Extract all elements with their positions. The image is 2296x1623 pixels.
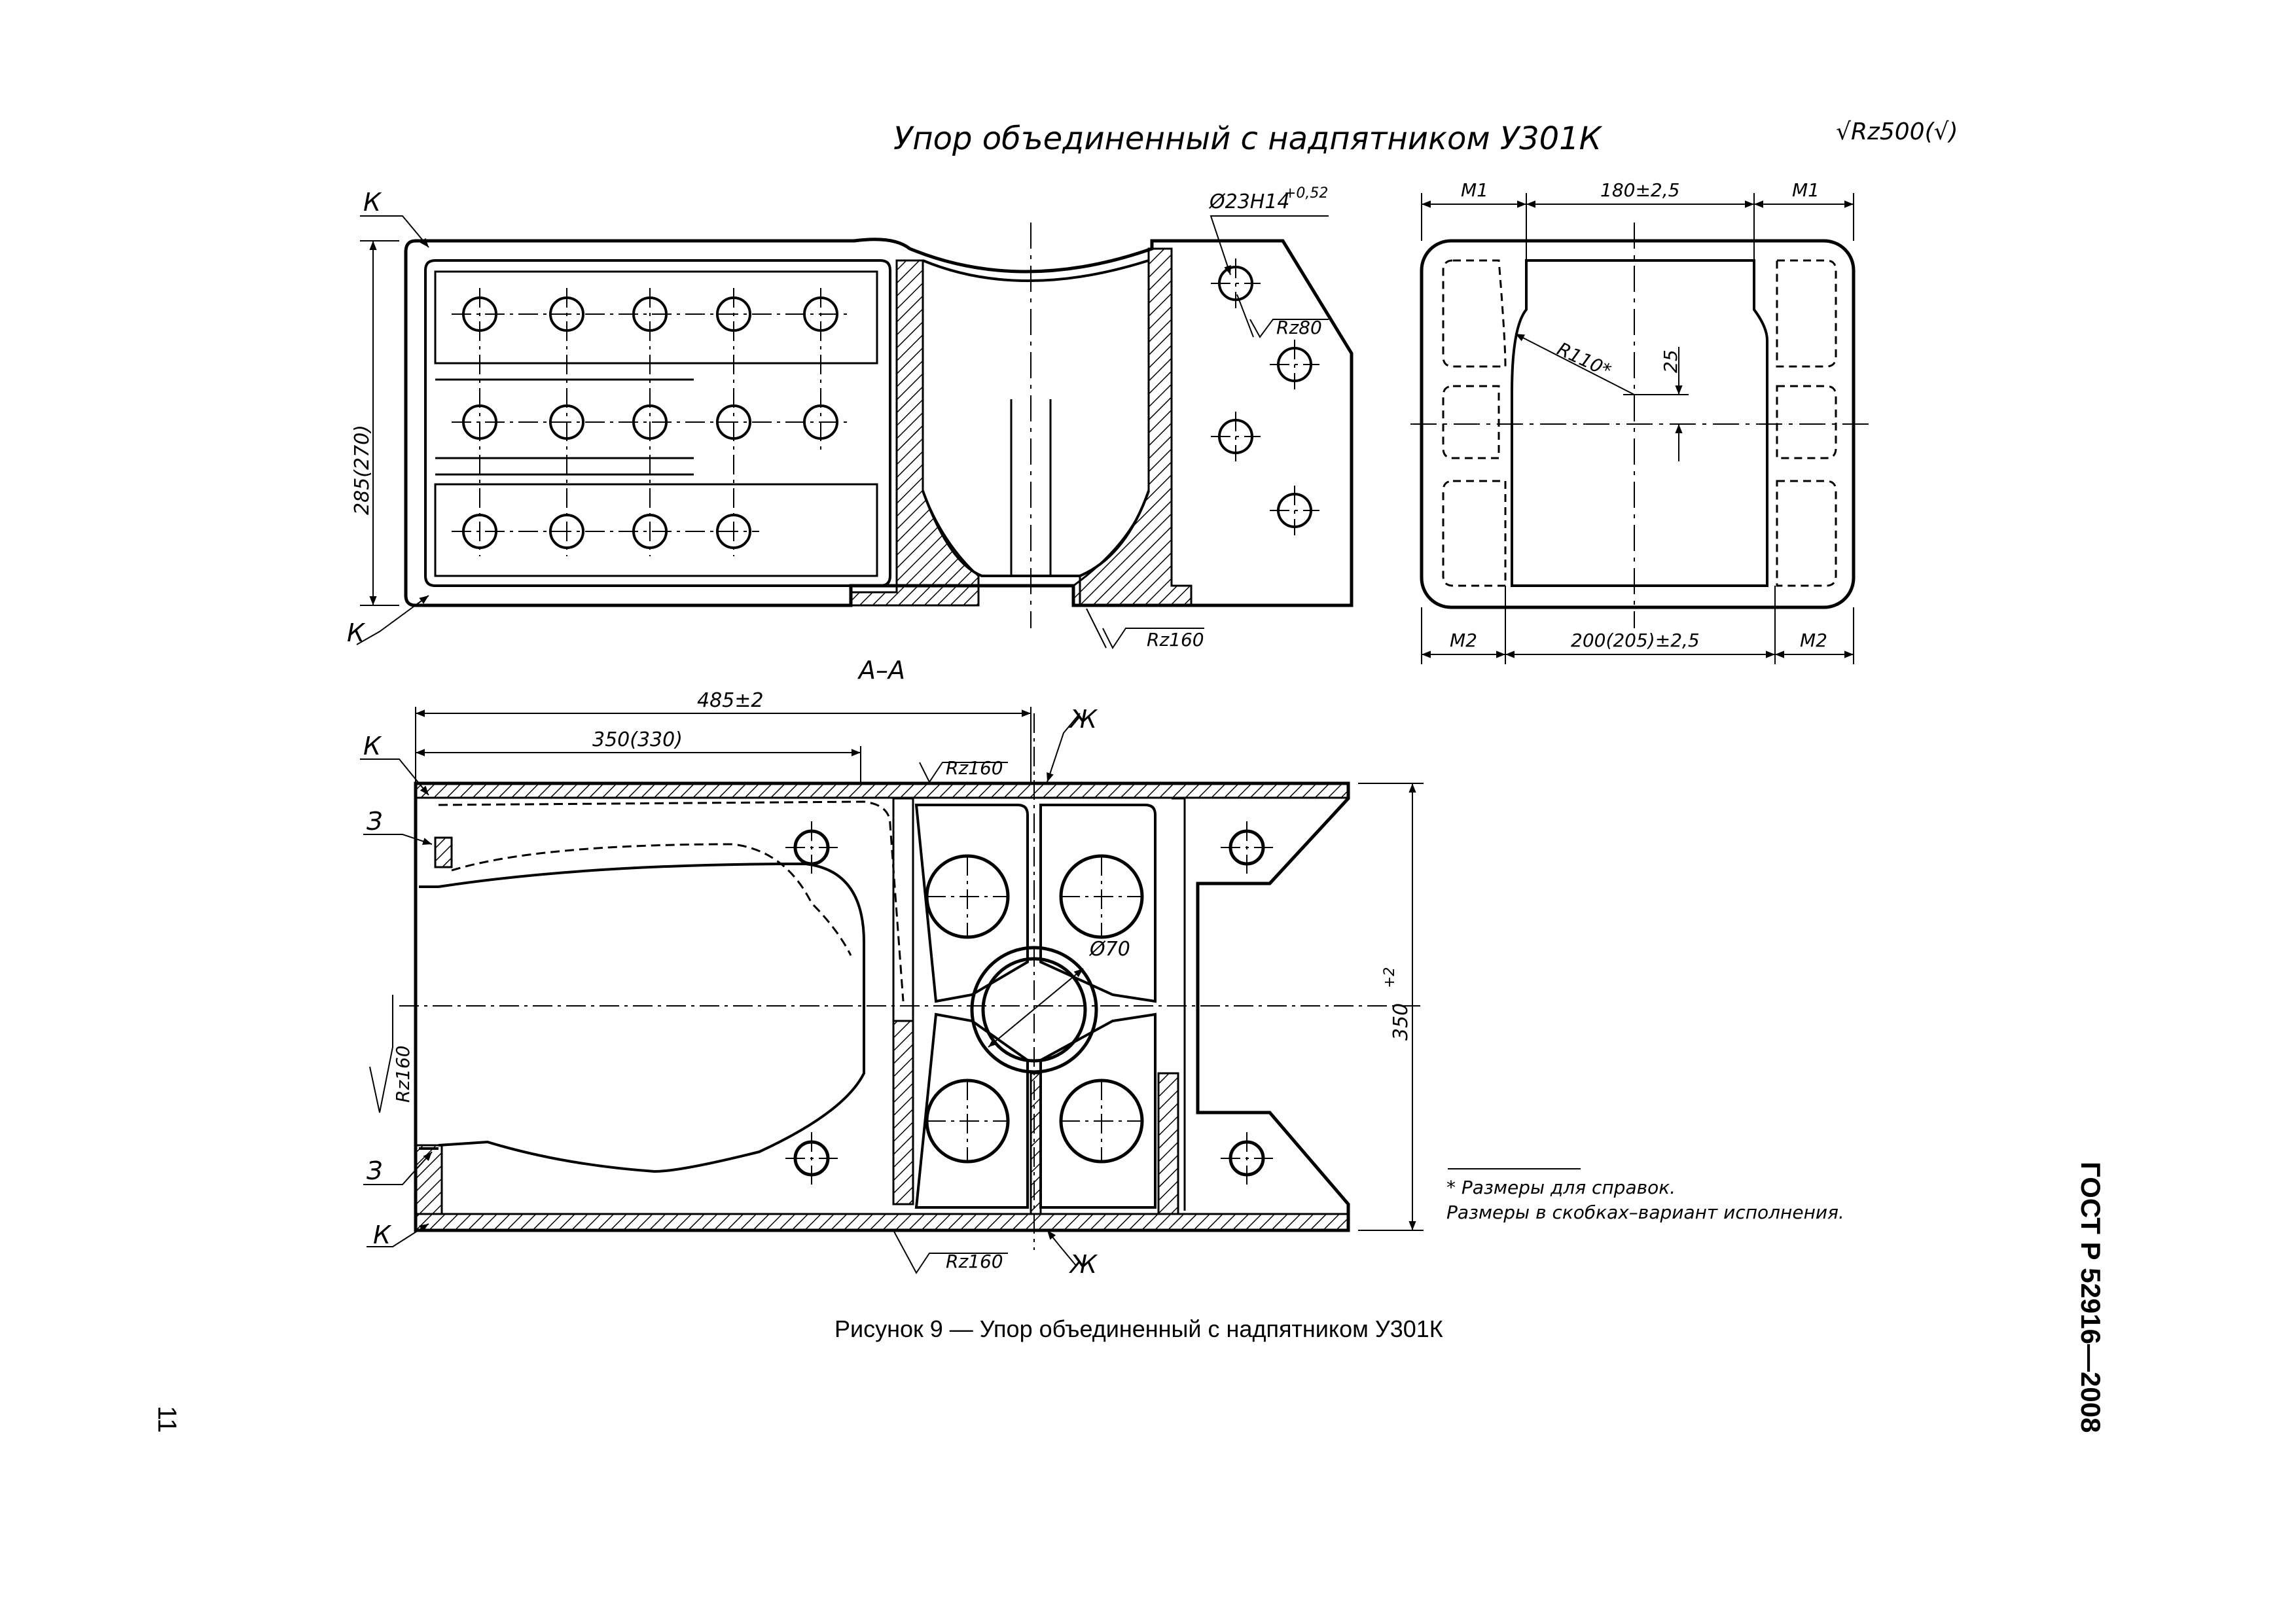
end-view-m1-right: M1 xyxy=(1792,179,1820,201)
end-view-radius: R110* xyxy=(1554,338,1615,382)
label-k-section-upper: К xyxy=(363,732,382,760)
roughness-top-view-bottom: Rz160 xyxy=(1147,629,1204,651)
end-view-m2-right: M2 xyxy=(1800,630,1827,651)
roughness-section-bottom: Rz160 xyxy=(946,1251,1003,1272)
section-height-dim: 350 xyxy=(1390,1003,1412,1041)
drawing-notes: * Размеры для справок. Размеры в скобках… xyxy=(1446,1175,1844,1225)
end-view-dim-25: 25 xyxy=(1660,349,1681,373)
hole-diameter-callout: Ø23H14 xyxy=(1208,190,1290,213)
roughness-section-left: Rz160 xyxy=(392,1045,414,1103)
label-zh-top: Ж xyxy=(1069,705,1098,734)
section-view xyxy=(360,707,1424,1274)
standard-designation: ГОСТ Р 52916—2008 xyxy=(2075,1162,2106,1433)
label-zh-bottom: Ж xyxy=(1069,1250,1098,1279)
roughness-section-top: Rz160 xyxy=(946,757,1003,779)
general-roughness-symbol: √Rz500(√) xyxy=(1836,118,1958,145)
roughness-hole: Rz80 xyxy=(1276,317,1322,338)
note-line-1: * Размеры для справок. xyxy=(1446,1177,1676,1198)
section-label-a-a: А–А xyxy=(857,656,905,685)
end-view-m2-left: M2 xyxy=(1450,630,1477,651)
section-inner-length: 350(330) xyxy=(592,728,683,751)
label-z-section-lower: З xyxy=(367,1156,382,1185)
end-view-bottom-width: 200(205)±2,5 xyxy=(1571,630,1700,651)
label-k-section-lower: К xyxy=(373,1221,392,1249)
page-number: 11 xyxy=(152,1406,181,1433)
end-view xyxy=(1410,193,1872,664)
end-view-top-width: 180±2,5 xyxy=(1600,179,1679,201)
label-k-top-view-lower: К xyxy=(347,618,366,647)
top-view-height-dim: 285(270) xyxy=(351,425,374,515)
end-view-m1-left: M1 xyxy=(1461,179,1488,201)
section-overall-length: 485±2 xyxy=(697,689,763,712)
section-height-tolerance: +2 xyxy=(1382,967,1398,988)
top-view xyxy=(356,215,1354,649)
hole-tolerance: +0,52 xyxy=(1284,185,1328,202)
figure-caption: Рисунок 9 — Упор объединенный с надпятни… xyxy=(834,1315,1443,1342)
note-line-2: Размеры в скобках–вариант исполнения. xyxy=(1446,1201,1844,1223)
drawing-title: Упор объединенный с надпятником У301К xyxy=(893,120,1602,157)
label-z-section-upper: З xyxy=(367,807,382,836)
label-k-top-view-upper: К xyxy=(363,188,382,217)
bore-diameter: Ø70 xyxy=(1088,938,1130,961)
